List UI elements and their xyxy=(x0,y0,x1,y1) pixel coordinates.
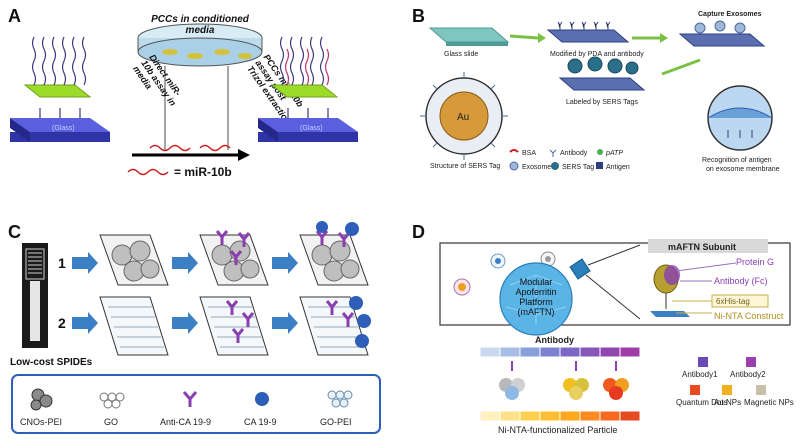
svg-text:CNOs-PEI: CNOs-PEI xyxy=(20,417,62,427)
panel-d-label: D xyxy=(412,222,425,242)
panel-a-diagram: (Glass) PCCs in conditioned media Direct… xyxy=(10,14,358,179)
row-1-label: 1 xyxy=(58,255,66,271)
step-capture: Capture Exosomes xyxy=(698,11,762,18)
row-1-electrodes xyxy=(99,221,369,286)
panel-a-label: A xyxy=(8,6,21,26)
recognition-label-1: Recognition of antigen xyxy=(702,157,772,164)
svg-text:BSA: BSA xyxy=(522,150,536,157)
ni-nta-label: Ni-NTA Construct xyxy=(714,311,784,321)
step-labeled: Labeled by SERS Tags xyxy=(566,99,638,106)
svg-text:Anti-CA 19-9: Anti-CA 19-9 xyxy=(160,417,211,427)
svg-text:Ni-NTA-functionalized Particle: Ni-NTA-functionalized Particle xyxy=(498,425,617,435)
spide-label: Low-cost SPIDEs xyxy=(10,357,93,368)
mirna-legend: = miR-10b xyxy=(174,165,232,179)
subunit-title: mAFTN Subunit xyxy=(668,242,736,252)
panel-b-legend: BSA Antibody pATP Exosome SERS Tag Antig… xyxy=(509,149,630,171)
svg-text:Magnetic NPs: Magnetic NPs xyxy=(744,398,794,407)
row-2-label: 2 xyxy=(58,315,66,331)
svg-text:CA 19-9: CA 19-9 xyxy=(244,417,277,427)
right-glass-slide: (Glass) xyxy=(258,118,358,142)
au-label: Au xyxy=(457,112,469,123)
left-glass-slide: (Glass) xyxy=(10,118,110,142)
svg-text:SERS Tag: SERS Tag xyxy=(562,164,594,171)
sers-structure-label: Structure of SERS Tag xyxy=(430,163,500,170)
dish-text: PCCs in conditioned media xyxy=(151,14,249,36)
svg-text:Antigen: Antigen xyxy=(606,164,630,171)
svg-text:Antibody: Antibody xyxy=(535,335,574,345)
right-probes xyxy=(279,36,329,118)
panel-c-label: C xyxy=(8,222,21,242)
antibody-bar: Antibody xyxy=(479,335,641,358)
panel-b-label: B xyxy=(412,6,425,26)
platform-label: Modular Apoferritin Platform (mAFTN) xyxy=(515,277,557,317)
glass-right-label: (Glass) xyxy=(300,125,323,132)
svg-text:GO-PEI: GO-PEI xyxy=(320,417,352,427)
particle-bar: Ni-NTA-functionalized Particle xyxy=(479,410,641,435)
glass-left-label: (Glass) xyxy=(52,125,75,132)
petri-dish xyxy=(137,23,263,67)
panel-c-legend: CNOs-PEI GO Anti-CA 19-9 CA 19-9 GO-PEI xyxy=(20,388,353,427)
svg-text:Antibody2: Antibody2 xyxy=(730,370,766,379)
svg-text:pATP: pATP xyxy=(605,150,623,157)
svg-text:Exosome: Exosome xyxy=(522,164,551,171)
svg-text:GO: GO xyxy=(104,417,118,427)
step-modified: Modified by PDA and antibody xyxy=(550,51,644,58)
row-2-electrodes xyxy=(99,296,371,356)
svg-text:Au NPs: Au NPs xyxy=(714,398,741,407)
his-tag-label: 6xHis-tag xyxy=(716,297,750,306)
panel-d-diagram: mAFTN Subunit Modular Apoferritin Platfo… xyxy=(439,239,794,435)
left-probes xyxy=(31,36,87,118)
svg-text:Quantum Dots: Quantum Dots xyxy=(676,398,728,407)
panel-d-legend: Antibody1 Antibody2 Quantum Dots Au NPs … xyxy=(676,357,794,407)
svg-text:Antibody: Antibody xyxy=(560,150,588,157)
svg-text:Antibody1: Antibody1 xyxy=(682,370,718,379)
step-glass-slide: Glass slide xyxy=(444,51,478,58)
protein-g-label: Protein G xyxy=(736,257,774,267)
recognition-label-2: on exosome membrane xyxy=(706,166,780,173)
panel-c-diagram: Low-cost SPIDEs 1 2 CNOs-PEI xyxy=(10,221,381,434)
antibody-fc-label: Antibody (Fc) xyxy=(714,276,768,286)
panel-c-legend-box xyxy=(11,374,381,434)
particle-clusters xyxy=(499,361,629,400)
panel-b-diagram: Glass slide Modified by PDA and antibody… xyxy=(420,11,780,173)
